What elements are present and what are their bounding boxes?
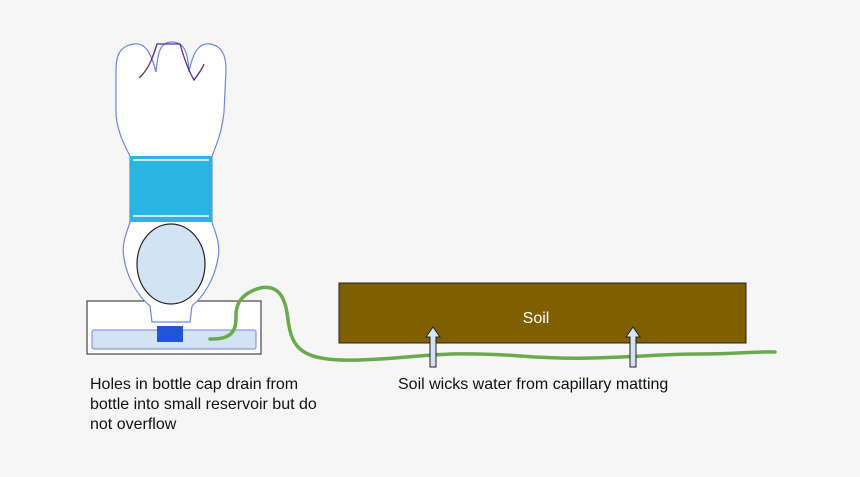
- bottle-bottom-ridge: [138, 43, 205, 82]
- soil-label: Soil: [523, 310, 550, 327]
- soil-block: [338, 282, 747, 344]
- capillary-mat: [208, 285, 777, 362]
- bottle-cap: [157, 326, 183, 342]
- wicking-caption-text: Soil wicks water from capillary matting: [398, 376, 669, 393]
- reservoir-caption-line-2: bottle into small reservoir but do: [90, 396, 317, 413]
- wick-arrow-right: [625, 326, 641, 368]
- reservoir-caption-line-1: Holes in bottle cap drain from: [90, 376, 299, 393]
- wick-arrow-left: [425, 326, 441, 368]
- bottle-shoulder: [136, 223, 206, 305]
- reservoir-caption-line-3: not overflow: [90, 416, 177, 433]
- bottle-label-band: [130, 156, 212, 222]
- wicking-caption: Soil wicks water from capillary matting: [398, 375, 758, 395]
- reservoir-caption: Holes in bottle cap drain from bottle in…: [90, 375, 360, 435]
